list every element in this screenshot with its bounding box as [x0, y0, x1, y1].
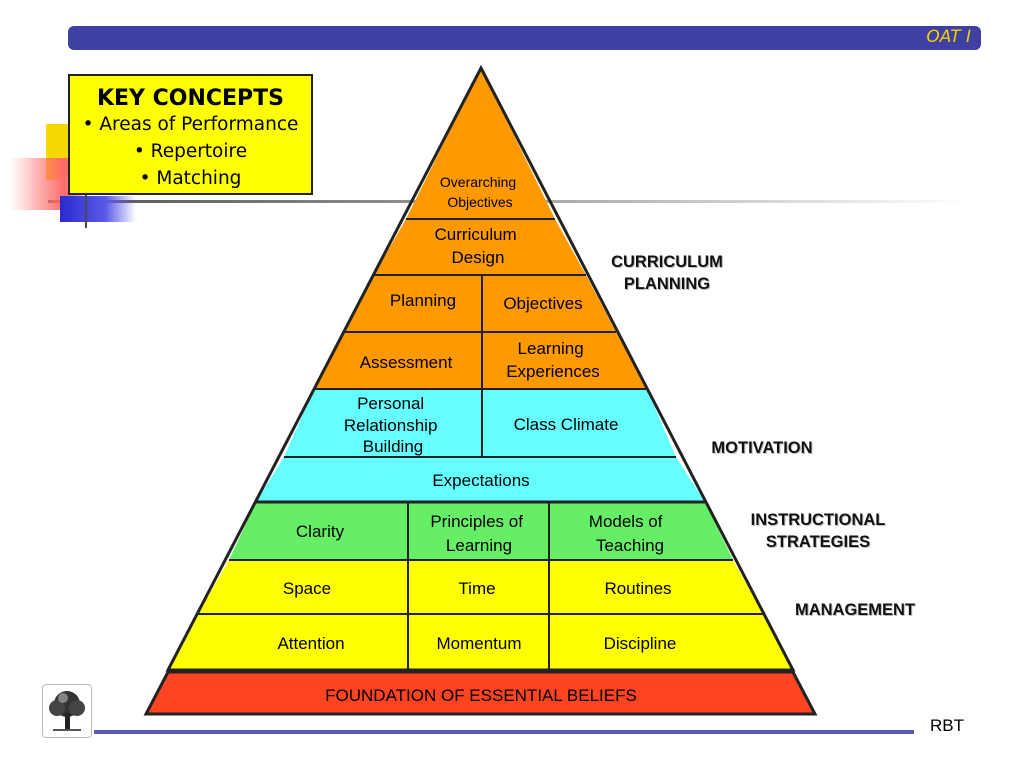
apex-section [406, 68, 555, 219]
personal-relationship-row-section [284, 389, 676, 457]
apex-label: Overarching Objectives [440, 174, 520, 210]
foundation-label: FOUNDATION OF ESSENTIAL BELIEFS [325, 686, 637, 705]
footer-line [94, 730, 914, 734]
principles-of-learning-label: Principles of Learning [430, 512, 527, 555]
foundation-section [146, 672, 815, 714]
side-label-line: INSTRUCTIONAL [750, 511, 886, 529]
header-title: OAT I [926, 27, 971, 47]
space-row-section [198, 560, 763, 614]
motivation-label: MOTIVATION [711, 439, 813, 457]
pyramid-dividers [168, 218, 793, 672]
momentum-label: Momentum [436, 634, 521, 653]
personal-relationship-label: Personal Relationship Building [344, 394, 442, 456]
expectations-section [256, 457, 705, 502]
key-concepts-title: KEY CONCEPTS [96, 86, 285, 111]
curriculum-planning-label: CURRICULUM PLANNING [594, 251, 740, 295]
attention-label: Attention [277, 634, 344, 653]
models-of-teaching-label: Models of Teaching [589, 512, 667, 555]
decorative-blue-gradient [60, 196, 136, 222]
header-bar: OAT I [68, 26, 981, 50]
space-label: Space [283, 579, 331, 598]
clarity-label: Clarity [296, 522, 345, 541]
key-concept-item: • Areas of Performance [82, 114, 299, 135]
pyramid-outline [165, 64, 796, 672]
instructional-strategies-label: INSTRUCTIONAL STRATEGIES [728, 509, 908, 553]
logo-box [42, 684, 92, 738]
class-climate-label: Class Climate [514, 415, 619, 434]
time-label: Time [458, 579, 495, 598]
learning-experiences-label: Learning Experiences [506, 339, 600, 381]
routines-label: Routines [604, 579, 671, 598]
instructional-row-section [229, 502, 733, 560]
curriculum-design-label: Curriculum Design [435, 225, 522, 267]
attention-row-section [168, 614, 793, 670]
objectives-label: Objectives [503, 294, 582, 313]
key-concepts-box: KEY CONCEPTS • Areas of Performance • Re… [68, 74, 313, 195]
expectations-label: Expectations [432, 471, 529, 490]
curriculum-design-section [374, 219, 586, 275]
management-label: MANAGEMENT [794, 601, 916, 619]
assessment-label: Assessment [360, 353, 453, 372]
tree-icon [49, 691, 85, 731]
planning-label: Planning [390, 291, 456, 310]
discipline-label: Discipline [604, 634, 677, 653]
planning-row-section [345, 275, 616, 332]
key-concept-item: • Repertoire [133, 141, 248, 162]
side-label-line: CURRICULUM [611, 253, 723, 271]
side-label-line: PLANNING [623, 275, 711, 293]
footer-text: RBT [930, 716, 964, 735]
foundation-outline [143, 670, 818, 716]
side-label-line: STRATEGIES [765, 533, 871, 551]
assessment-row-section [314, 332, 647, 389]
key-concept-item: • Matching [139, 168, 242, 189]
